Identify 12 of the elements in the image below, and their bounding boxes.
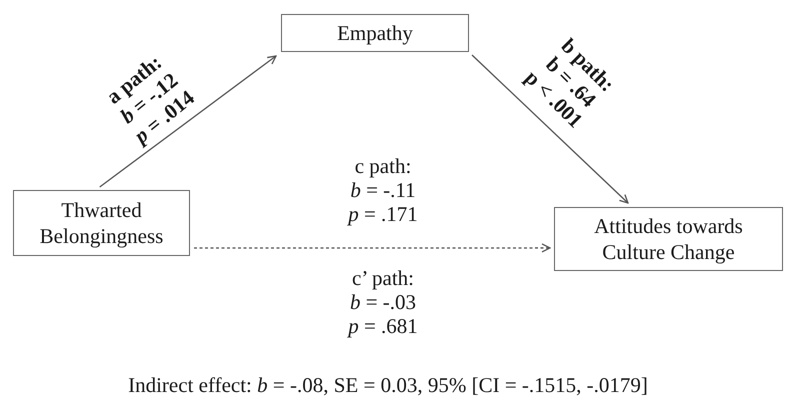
variable-name: Empathy <box>337 20 413 46</box>
path-coefficient-label: c’ path: b = -.03 p = .681 <box>348 266 418 338</box>
arrow <box>194 243 551 253</box>
arrow <box>472 54 629 204</box>
variable-name: Thwarted Belongingness <box>38 197 164 249</box>
arrow <box>99 55 277 188</box>
variable-name: Attitudes towards Culture Change <box>593 213 744 265</box>
indirect-effect-note: Indirect effect: b = -.08, SE = 0.03, 95% [CI = -.1515, -.0179] <box>128 373 648 397</box>
path-coefficient-label: c path: b = -.11 p = .171 <box>348 154 418 226</box>
variable-box <box>13 190 190 256</box>
variable-box <box>281 14 469 52</box>
variable-box <box>554 207 783 271</box>
